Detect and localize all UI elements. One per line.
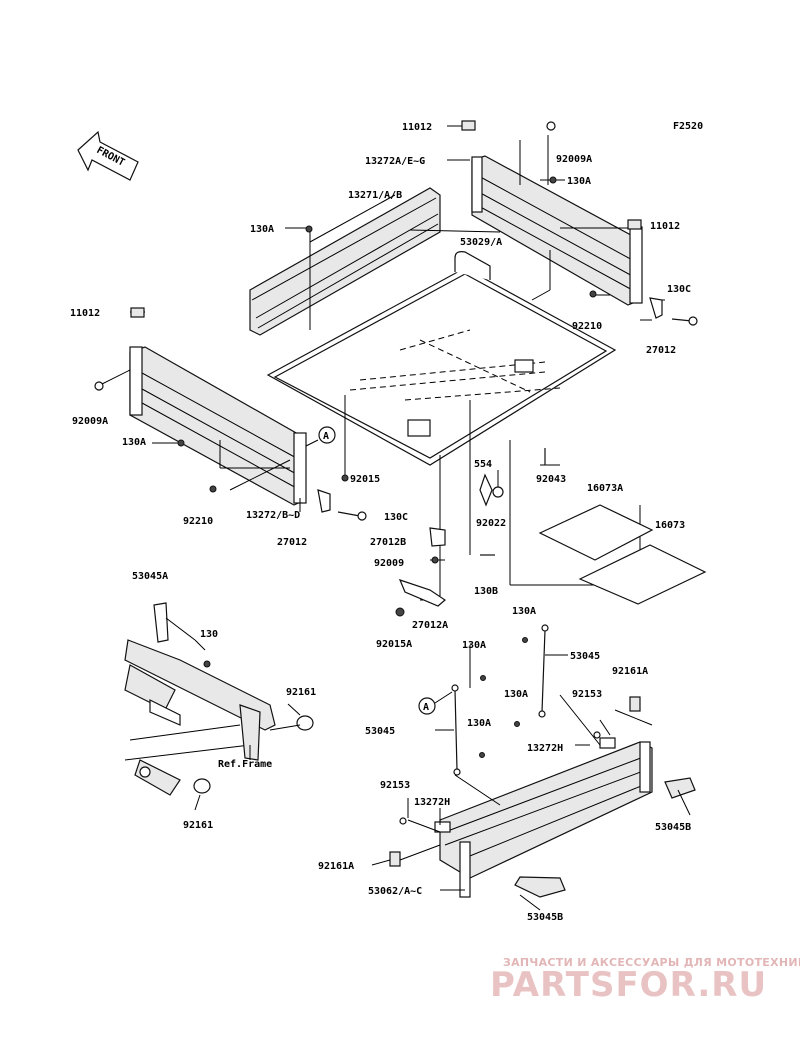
support-cables [389,624,641,867]
cap-11012-a [461,120,476,131]
leader-lines-lower [269,645,691,911]
part-label: 92161 [286,687,316,698]
cap-11012-b [627,219,642,230]
ref-frame-label: Ref.Frame [218,759,272,770]
part-label: 92015 [350,474,380,485]
part-label: 53029/A [460,237,502,248]
bed-floor [266,251,617,466]
clip-92009a-b [94,381,104,391]
part-label: 130C [667,284,691,295]
part-label: 92043 [536,474,566,485]
part-label: 27012 [277,537,307,548]
part-label: 11012 [650,221,680,232]
front-panel [249,187,441,336]
ref-marker-label: A [423,702,429,713]
right-side-panel [471,155,643,306]
part-label: 27012B [370,537,406,548]
tailgate [434,737,696,898]
part-label: 53045 [365,726,395,737]
ref-marker-a-upper: A [305,426,336,447]
part-label: 130A [250,224,274,235]
part-label: 16073A [587,483,623,494]
part-label: 53045 [570,651,600,662]
part-label: 11012 [70,308,100,319]
clip-92009a-a [546,121,556,131]
part-label: 92161A [318,861,354,872]
part-label: 92161 [183,820,213,831]
part-label: 130A [512,606,536,617]
part-label: 92210 [572,321,602,332]
part-label: 130B [474,586,498,597]
left-side-panel [129,346,307,506]
part-label: 13272A/E~G [365,156,425,167]
part-label: 554 [474,459,492,470]
figure-code: F2520 [673,121,703,132]
ref-marker-label: A [323,431,329,442]
part-label: 53062/A~C [368,886,422,897]
part-label: 13272H [527,743,563,754]
frame [124,602,314,811]
part-label: 92009A [556,154,592,165]
bed-mats [538,504,707,605]
watermark-logo: PARTSFOR.RU [490,965,767,1005]
part-label: 53045B [655,822,691,833]
watermark-subtitle: ЗАПЧАСТИ И АКСЕССУАРЫ ДЛЯ МОТОТЕХНИКИ [503,956,800,969]
fasteners-upper [94,120,698,617]
part-label: 13271/A/B [348,190,402,201]
front-arrow: FRONT [77,130,139,181]
part-label: 13272/B~D [246,510,300,521]
part-label: 92009 [374,558,404,569]
part-label: 130A [504,689,528,700]
part-label: 130A [567,176,591,187]
part-label: 92210 [183,516,213,527]
part-label: 92015A [376,639,412,650]
mat-16073a [538,504,654,561]
part-label: 11012 [402,122,432,133]
part-label: 53045A [132,571,168,582]
part-labels: F2520 11012 92009A 13272A/E~G 130A 13271… [70,121,703,923]
part-label: 130A [467,718,491,729]
part-label: 92022 [476,518,506,529]
part-label: 130A [462,640,486,651]
part-label: 27012A [412,620,448,631]
part-label: 92161A [612,666,648,677]
part-label: 16073 [655,520,685,531]
part-label: 27012 [646,345,676,356]
mat-16073 [578,544,707,605]
part-label: 92153 [572,689,602,700]
part-label: 130C [384,512,408,523]
part-label: 130 [200,629,218,640]
part-label: 13272H [414,797,450,808]
part-label: 130A [122,437,146,448]
watermark: ЗАПЧАСТИ И АКСЕССУАРЫ ДЛЯ МОТОТЕХНИКИ PA… [490,956,800,1005]
ref-marker-a-lower: A [418,691,453,715]
cap-11012-c [130,307,145,318]
part-label: 92153 [380,780,410,791]
part-label: 92009A [72,416,108,427]
part-label: 53045B [527,912,563,923]
